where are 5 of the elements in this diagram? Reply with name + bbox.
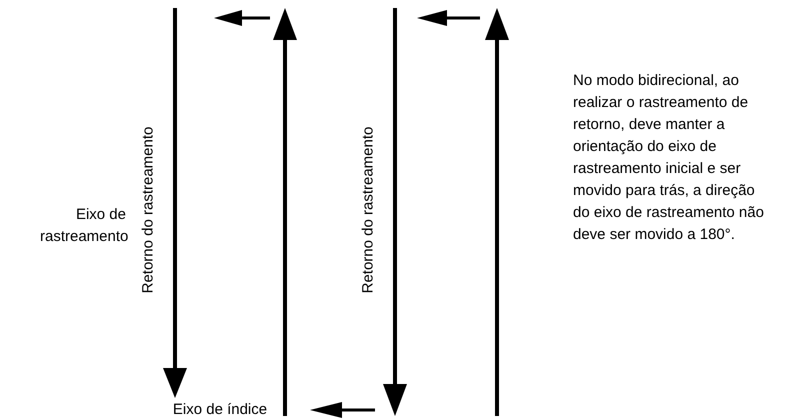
axis-label: Retorno do rastreamento	[138, 126, 157, 294]
axis-label: Eixo de rastreamento	[40, 205, 126, 247]
axis-label: Eixo de índice	[172, 400, 268, 419]
note-text: No modo bidirecional, ao realizar o rastreamento de retorno, deve manter a orientação do eixo de rastreamento inicial e ser movido para trás, a direção do eixo de rastreamento não deve ser movido a 180°.	[573, 71, 765, 245]
axis-label: Retorno do rastreamento	[358, 126, 377, 294]
